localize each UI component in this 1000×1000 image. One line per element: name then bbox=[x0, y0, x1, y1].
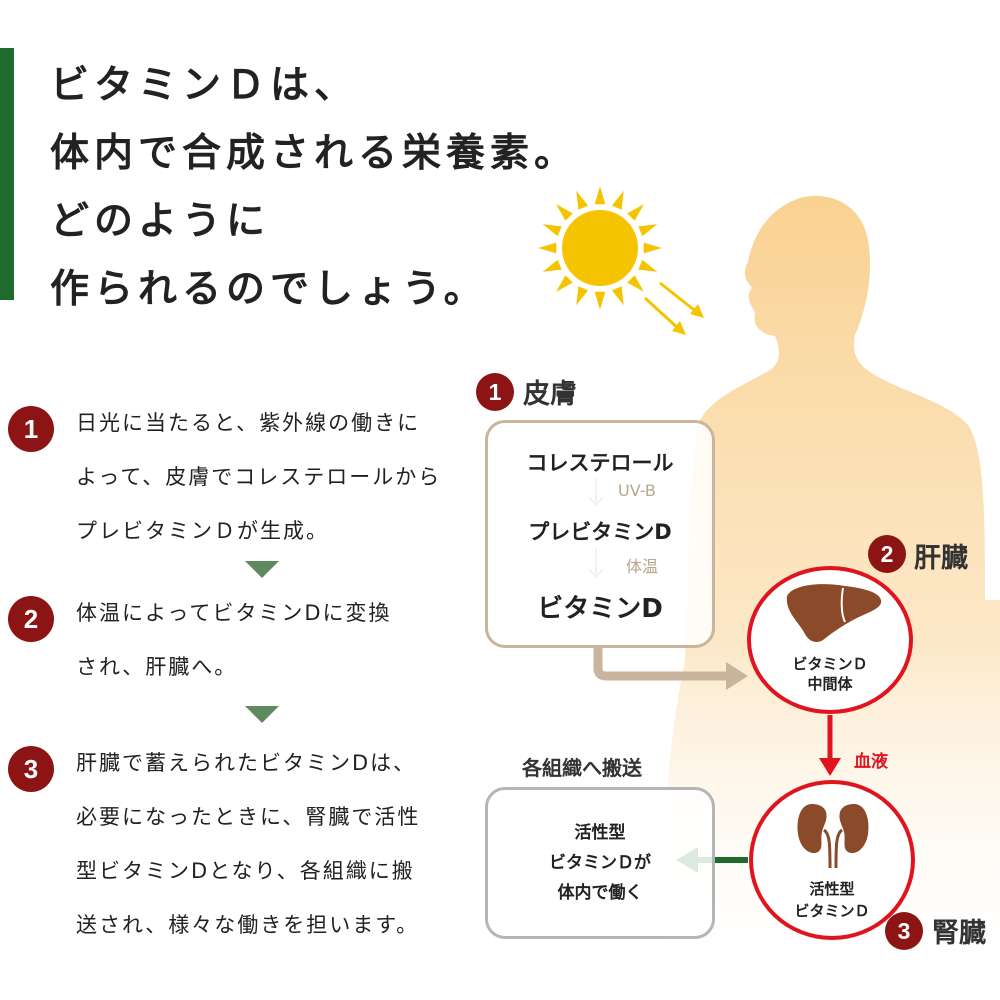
tissue-line: 活性型 bbox=[574, 823, 626, 843]
tissue-box bbox=[485, 787, 715, 939]
liver-circle bbox=[747, 566, 913, 714]
step-line: 肝臓で蓄えられたビタミンDは、 bbox=[76, 751, 417, 775]
kidney-product-text: 活性型 ビタミンＤ bbox=[749, 878, 915, 922]
sun-ray bbox=[627, 275, 644, 292]
kidney-icon bbox=[797, 804, 869, 869]
heading-line: ビタミンＤは、 bbox=[50, 63, 359, 108]
liver-label: 肝臓 bbox=[914, 543, 968, 574]
kidney-badge: 3 bbox=[885, 912, 923, 950]
kidney-product-line: ビタミンＤ bbox=[794, 902, 870, 920]
blood-label: 血液 bbox=[854, 752, 888, 772]
step-line: 必要になったときに、腎臓で活性 bbox=[76, 805, 421, 829]
tissue-line: 体内で働く bbox=[557, 883, 643, 903]
heading-line: どのように bbox=[50, 199, 271, 244]
step-line: 体温によってビタミンDに変換 bbox=[76, 601, 392, 625]
skin-badge: 1 bbox=[476, 373, 514, 411]
step-line: 送され、様々な働きを担います。 bbox=[76, 913, 420, 937]
step-line: 日光に当たると、紫外線の働きに bbox=[76, 411, 421, 435]
sun-ray bbox=[576, 286, 589, 306]
liver-badge: 2 bbox=[868, 535, 906, 573]
heading-accent-bar bbox=[0, 48, 14, 300]
sun-ray bbox=[556, 275, 573, 292]
sun-ray bbox=[576, 190, 589, 210]
step-line: 型ビタミンDとなり、各組織に搬 bbox=[76, 859, 415, 883]
sun-ray bbox=[627, 204, 644, 221]
body-temp-label: 体温 bbox=[626, 557, 659, 576]
liver-product-line: ビタミンＤ bbox=[792, 655, 868, 673]
heading-line: 作られるのでしょう。 bbox=[50, 267, 488, 312]
sun-ray bbox=[542, 224, 562, 237]
sun-ray bbox=[638, 259, 658, 272]
sun-ray bbox=[611, 190, 624, 210]
sunray-arrow-icon bbox=[643, 281, 704, 335]
previtamin-text: プレビタミンD bbox=[528, 520, 672, 544]
step-line: され、肝臓へ。 bbox=[76, 655, 238, 679]
step-line: よって、皮膚でコレステロールから bbox=[76, 465, 442, 489]
cholesterol-text: コレステロール bbox=[526, 451, 674, 475]
kidney-circle bbox=[749, 780, 915, 940]
tissue-line: ビタミンＤが bbox=[549, 853, 651, 873]
vitamin-d-text: ビタミンD bbox=[537, 594, 663, 624]
step-divider-triangle bbox=[245, 706, 279, 723]
sun-ray bbox=[611, 286, 624, 306]
step-2-badge: 2 bbox=[8, 596, 54, 642]
tissue-title: 各組織へ搬送 bbox=[522, 756, 642, 780]
sun-ray bbox=[594, 291, 606, 310]
step-line: プレビタミンＤが生成。 bbox=[76, 519, 329, 543]
liver-icon bbox=[786, 584, 882, 642]
heading-line: 体内で合成される栄養素。 bbox=[50, 131, 579, 176]
page-heading: ビタミンＤは、 体内で合成される栄養素。 どのように 作られるのでしょう。 bbox=[50, 52, 578, 324]
kidney-label: 腎臓 bbox=[932, 918, 986, 949]
liver-product-line: 中間体 bbox=[807, 675, 853, 693]
step-3-badge: 3 bbox=[8, 746, 54, 792]
sun-icon bbox=[538, 186, 662, 310]
step-divider-triangle bbox=[245, 561, 279, 578]
step-2-text: 体温によってビタミンDに変換 され、肝臓へ。 bbox=[76, 586, 392, 694]
step-1-text: 日光に当たると、紫外線の働きに よって、皮膚でコレステロールから プレビタミンＤ… bbox=[76, 396, 441, 558]
tissue-text: 活性型 ビタミンＤが 体内で働く bbox=[485, 818, 715, 908]
skin-process-box bbox=[485, 420, 715, 648]
sun-ray bbox=[542, 259, 562, 272]
uvb-label: UV-B bbox=[618, 481, 656, 500]
blood-arrow bbox=[819, 715, 841, 776]
kidney-product-line: 活性型 bbox=[809, 880, 855, 898]
sun-ray bbox=[594, 186, 606, 205]
sun-ray bbox=[638, 224, 658, 237]
step-1-badge: 1 bbox=[8, 406, 54, 452]
sun-ray bbox=[643, 242, 662, 254]
liver-product-text: ビタミンＤ 中間体 bbox=[747, 654, 913, 694]
skin-label: 皮膚 bbox=[523, 379, 577, 410]
sun-ray bbox=[538, 242, 557, 254]
skin-to-liver-arrow bbox=[593, 648, 748, 690]
sun-ray bbox=[556, 204, 573, 221]
step-3-text: 肝臓で蓄えられたビタミンDは、 必要になったときに、腎臓で活性 型ビタミンDとな… bbox=[76, 736, 420, 952]
